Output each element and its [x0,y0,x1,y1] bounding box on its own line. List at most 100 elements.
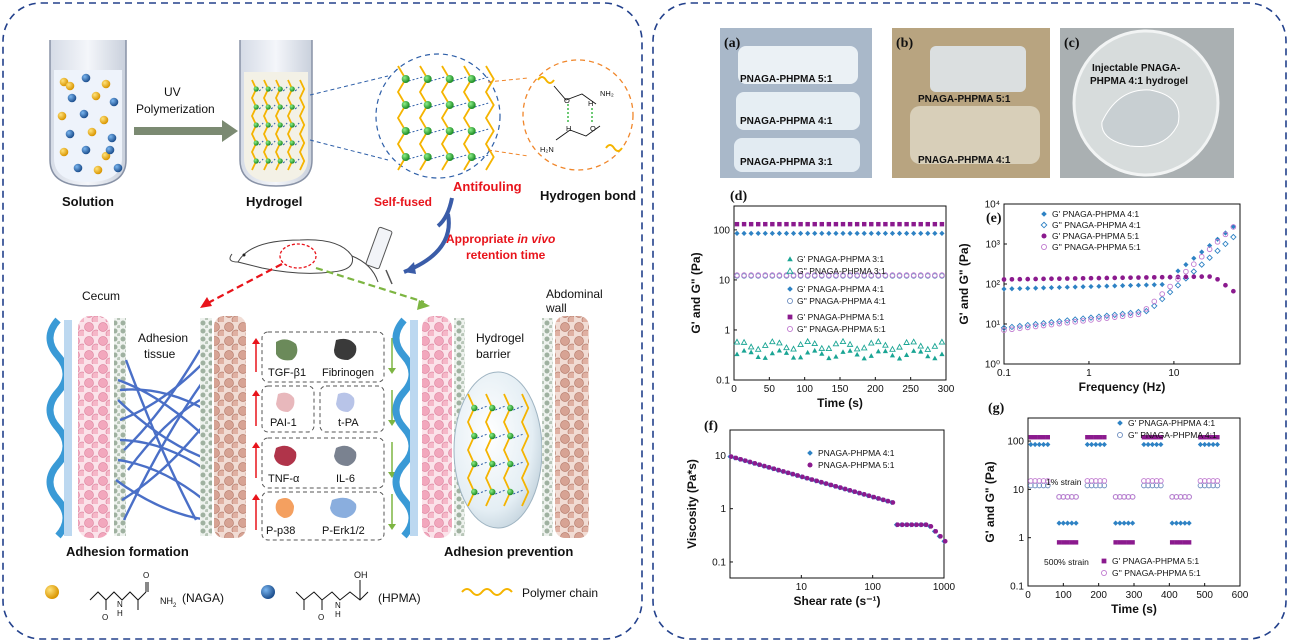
chart-d-point [747,343,755,350]
chart-e-point [1033,285,1039,291]
x-tick-label: 10 [1168,368,1180,379]
chart-d-point [734,230,740,237]
chart-d-point [925,272,931,278]
left-panel-frame [2,2,643,640]
naga-o-atom-1: O [102,613,108,622]
crosslink-bead [467,153,476,161]
y-tick-label: 10³ [986,240,1001,251]
chart-d-point [839,337,847,344]
hpma-bead [113,163,123,173]
chart-e-point [1024,321,1031,329]
photo-b: (b) PNAGA-PHPMA 5:1 PNAGA-PHPMA 4:1 [892,28,1050,178]
y-tick-label: 1 [1018,533,1024,544]
chart-g-point [1150,435,1155,440]
chart-f-point [866,493,872,499]
chart-e-legend-label: G'' PNAGA-PHPMA 4:1 [1052,220,1141,230]
photo-a-label-2: PNAGA-PHPMA 4:1 [740,116,833,127]
chart-f-point [828,482,834,488]
chart-d-point [797,340,804,348]
chart-d-legend-label: G' PNAGA-PHPMA 3:1 [797,254,884,264]
chart-d-point [924,345,932,352]
chart-e-point [1104,275,1110,281]
zoom-line-top [309,75,389,96]
chart-g-point [1206,441,1212,448]
chart-d-point [911,348,917,353]
hydrogen-bond [270,104,276,110]
chart-e-point [1080,318,1086,324]
x-axis-label: Time (s) [817,396,863,410]
chart-e-point [1040,285,1047,291]
chart-g-point [1065,540,1070,545]
chart-e-point [1071,316,1079,323]
chart-g-point [1093,441,1099,448]
chart-f-point [752,461,758,466]
chart-d-point [931,342,939,349]
green-arrow-head [417,300,430,310]
polymer-chain [503,393,512,507]
chart-d-point [896,272,903,278]
chart-d-point [918,221,923,227]
chart-f-point [766,465,772,470]
chart-g-point [1125,520,1131,526]
chart-g-point [1154,441,1160,448]
chart-g-point [1045,435,1050,440]
hydrogen-bond [294,104,300,110]
hpma-label: (HPMA) [378,591,421,605]
chart-e-point [1009,326,1015,333]
chart-e-point [1175,276,1181,282]
chart-d-point [932,355,938,361]
chart-g-point [1121,520,1127,526]
chart-e-point [1032,323,1039,330]
crosslink-bead [467,127,476,135]
crosslink-bead [401,101,410,109]
crosslink-bead [277,86,283,92]
chart-f-point [933,528,939,534]
chart-d-point [734,272,740,278]
chart-g-point [1037,435,1042,440]
chart-d-point [741,221,747,227]
chart-d-point [734,221,740,227]
chart-d-point [734,351,740,357]
x-tick-label: 0 [1025,590,1031,601]
chart-d-point [811,339,819,347]
chart-g-point [1045,441,1051,448]
y-tick-label: 1 [720,504,726,515]
crosslink-bead [423,153,432,161]
zoom-line-bottom [309,139,389,161]
chart-g-point [1069,520,1075,526]
chart-d-point [833,272,839,278]
retention-line-2: retention time [466,248,546,262]
chart-e-point [1207,274,1212,279]
chart-g-point [1061,540,1066,545]
chart-d-point [904,230,910,237]
hydrogen-bond [477,489,488,495]
abdominal-label-1: Abdominal [546,287,603,301]
adhesion-fiber [119,388,207,412]
chart-e-point [1230,224,1237,230]
hydrogen-bond [270,158,276,164]
chart-d-point [733,338,741,345]
hydrogen-bond [495,461,506,467]
photo-a-label-1: PNAGA-PHPMA 5:1 [740,74,833,85]
x-tick-label: 50 [764,384,776,395]
chart-d-point [748,221,754,227]
chart-d-point [748,349,754,355]
photo-b-label-1: PNAGA-PHPMA 5:1 [918,94,1011,105]
hydrogen-bond-label: Hydrogen bond [540,188,636,203]
crosslink-bead [445,75,454,83]
hydrogen-bond [282,104,288,110]
chart-e-point [1087,314,1095,321]
chart-d-point [897,221,902,227]
chart-e-point [1064,319,1071,326]
chart-d-point [903,272,910,278]
red-dashed-arrow [205,263,283,305]
crosslink-bead [265,158,271,164]
chart-g-point [1041,435,1046,440]
hydrogen-bond [474,154,489,160]
chart-d-point [939,230,945,237]
chart-d-point [918,230,924,237]
chart-d-point [790,272,797,278]
naga-structure [89,582,149,610]
hydrogen-bond [430,76,445,82]
